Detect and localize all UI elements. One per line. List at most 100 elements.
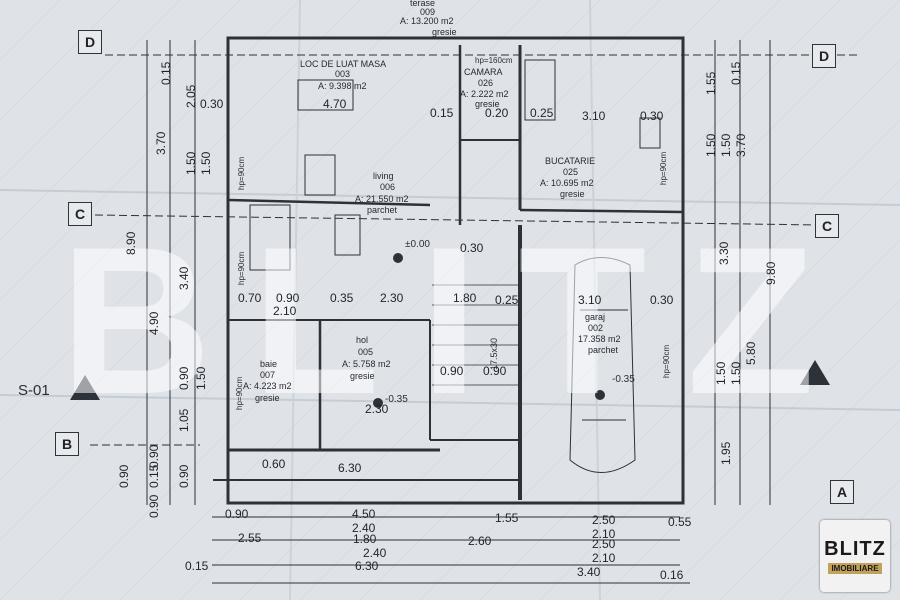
dim-left-b: 2.05 [184, 84, 198, 108]
dim-030-b: 0.30 [650, 293, 674, 307]
room-terase-area: A: 13.200 m2 [400, 16, 454, 26]
room-hol-name: hol [356, 335, 369, 345]
note-hp90-a: hp=90cm [237, 156, 246, 190]
dim-090-c: 0.90 [483, 364, 507, 378]
room-hol-floor: gresie [350, 371, 375, 381]
dim-630: 6.30 [338, 461, 362, 475]
dim-bottom-5c: 3.40 [577, 565, 601, 579]
grid-marker-d-right: D [812, 44, 836, 68]
room-living-name: living [373, 171, 394, 181]
room-living-code: 006 [380, 182, 396, 192]
dim-070: 0.70 [238, 291, 262, 305]
dim-bottom-5a: 0.15 [185, 559, 209, 573]
dim-right-h: 1.50 [714, 361, 728, 385]
room-terase-name: terase [410, 0, 436, 8]
dim-bottom-3b: 1.80 [353, 532, 377, 546]
note-hp160: hp=160cm [475, 56, 513, 65]
dim-bottom-3d: 2.50 [592, 537, 616, 551]
dim-015: 0.15 [430, 106, 454, 120]
dim-210: 2.10 [273, 304, 297, 318]
room-garaj-name: garaj [585, 312, 606, 322]
room-living-area: A: 21.550 m2 [355, 194, 409, 204]
dim-right-c: 1.50 [704, 133, 718, 157]
dim-right-b: 0.15 [729, 61, 743, 85]
dim-bottom-5b: 6.30 [355, 559, 379, 573]
dim-right-a: 1.55 [704, 71, 718, 95]
room-terase-floor: gresie [432, 27, 457, 37]
watermark-text: BLITZ [60, 203, 855, 438]
level-garaj: -0.35 [612, 374, 635, 385]
dim-left-m: 0.15 [147, 464, 161, 488]
dim-left-h: 3.40 [177, 266, 191, 290]
dim-left-a: 0.15 [159, 61, 173, 85]
dim-310-b: 3.10 [582, 109, 606, 123]
room-terase-code: 009 [420, 7, 436, 17]
dim-025-b: 0.25 [530, 106, 554, 120]
dim-bottom-3c: 2.60 [468, 534, 492, 548]
dim-right-e: 3.70 [734, 133, 748, 157]
room-kitchen-name: BUCATARIE [545, 156, 596, 166]
dim-030-a: 0.30 [460, 241, 484, 255]
grid-marker-c-left: C [68, 202, 92, 226]
dim-right-g: 9.80 [764, 261, 778, 285]
logo-line-2: IMOBILIARE [828, 563, 882, 574]
room-dining-code: 003 [335, 69, 351, 79]
note-hp90-d: hp=90cm [659, 151, 668, 185]
dim-030-c: 0.30 [200, 97, 224, 111]
dim-bottom-4a: 2.40 [363, 546, 387, 560]
dim-left-d: 1.50 [184, 151, 198, 175]
dim-310: 3.10 [578, 293, 602, 307]
dim-230: 2.30 [380, 291, 404, 305]
room-living-floor: parchet [367, 205, 398, 215]
dim-180: 1.80 [453, 291, 477, 305]
section-label: S-01 [18, 382, 50, 399]
room-garaj-floor: parchet [588, 345, 619, 355]
note-hp90-e: hp=90cm [662, 344, 671, 378]
room-baie-code: 007 [260, 370, 276, 380]
dim-right-j: 5.80 [744, 341, 758, 365]
dim-bottom-1d: 2.50 [592, 513, 616, 527]
dim-left-i: 0.90 [177, 366, 191, 390]
room-dining-area: A: 9.398 m2 [318, 81, 367, 91]
dim-left-f: 8.90 [124, 231, 138, 255]
dim-left-o: 0.90 [117, 464, 131, 488]
grid-marker-a-right: A [830, 480, 854, 504]
dim-left-k: 1.05 [177, 408, 191, 432]
room-kitchen-code: 025 [563, 167, 579, 177]
blitz-logo: BLITZ IMOBILIARE [820, 520, 890, 592]
dim-060: 0.60 [262, 457, 286, 471]
room-kitchen-floor: gresie [560, 189, 585, 199]
dim-left-g: 4.90 [147, 311, 161, 335]
room-garaj-area: 17.358 m2 [578, 334, 621, 344]
dim-right-d: 1.50 [719, 133, 733, 157]
room-camara-floor: gresie [475, 99, 500, 109]
room-dining-name: LOC DE LUAT MASA [300, 59, 387, 69]
dim-left-c: 3.70 [154, 131, 168, 155]
dim-bottom-3a: 2.55 [238, 531, 262, 545]
note-hp90-b: hp=90cm [237, 251, 246, 285]
note-hp90-c: hp=90cm [235, 376, 244, 410]
dim-035: 0.35 [330, 291, 354, 305]
dim-left-e: 1.50 [199, 151, 213, 175]
dim-right-i: 1.50 [729, 361, 743, 385]
dim-bottom-2a: 2.40 [352, 521, 376, 535]
room-garaj-code: 002 [588, 323, 604, 333]
dim-left-p: 0.90 [147, 494, 161, 518]
dim-bottom-2b: 2.10 [592, 527, 616, 541]
room-kitchen-area: A: 10.695 m2 [540, 178, 594, 188]
room-hol-area: A: 5.758 m2 [342, 359, 391, 369]
dim-bottom-1e: 0.55 [668, 515, 692, 529]
grid-marker-d-left: D [78, 30, 102, 54]
logo-line-1: BLITZ [824, 538, 886, 560]
room-hol-code: 005 [358, 347, 374, 357]
room-baie-area: A: 4.223 m2 [243, 381, 292, 391]
room-camara-code: 026 [478, 78, 494, 88]
dim-left-n: 0.90 [177, 464, 191, 488]
room-baie-floor: gresie [255, 393, 280, 403]
level-zero: ±0.00 [405, 239, 430, 250]
dim-090-b: 0.90 [440, 364, 464, 378]
level-hol: -0.35 [385, 394, 408, 405]
dim-bottom-1c: 1.55 [495, 511, 519, 525]
